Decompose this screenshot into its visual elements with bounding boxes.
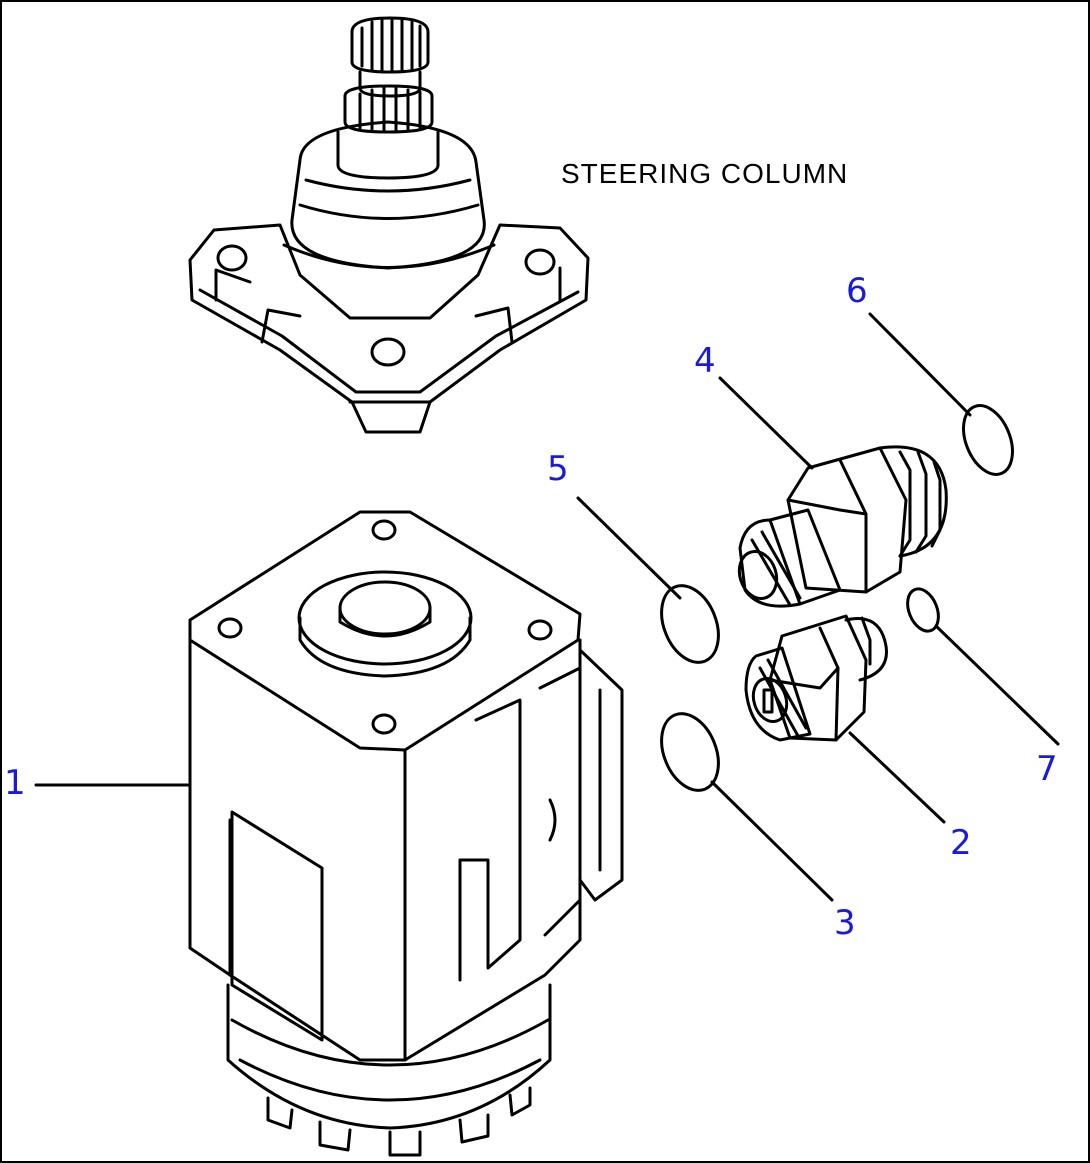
callout-3: 3 [834, 903, 856, 943]
leader-line-3 [710, 780, 834, 902]
leader-line-7 [934, 624, 1060, 746]
o-ring-6 [962, 404, 1014, 476]
callout-5: 5 [547, 449, 569, 489]
diagram-title: STEERING COLUMN [561, 158, 849, 189]
leader-line-5 [576, 496, 682, 600]
steering-column-part [188, 16, 590, 434]
o-ring-3 [660, 712, 720, 792]
fitting-4-part [737, 445, 948, 608]
leader-line-2 [848, 731, 946, 824]
callout-1: 1 [4, 763, 26, 803]
fitting-2-part [744, 614, 888, 742]
callout-6: 6 [846, 271, 868, 311]
callout-2: 2 [950, 823, 972, 863]
leader-line-6 [868, 312, 972, 417]
o-ring-7 [906, 587, 940, 633]
callout-4: 4 [694, 341, 716, 381]
leader-line-4 [718, 376, 814, 470]
steering-unit-part [188, 510, 624, 1157]
leader-lines [34, 312, 1060, 902]
o-ring-5 [660, 584, 720, 664]
callout-7: 7 [1036, 749, 1058, 789]
